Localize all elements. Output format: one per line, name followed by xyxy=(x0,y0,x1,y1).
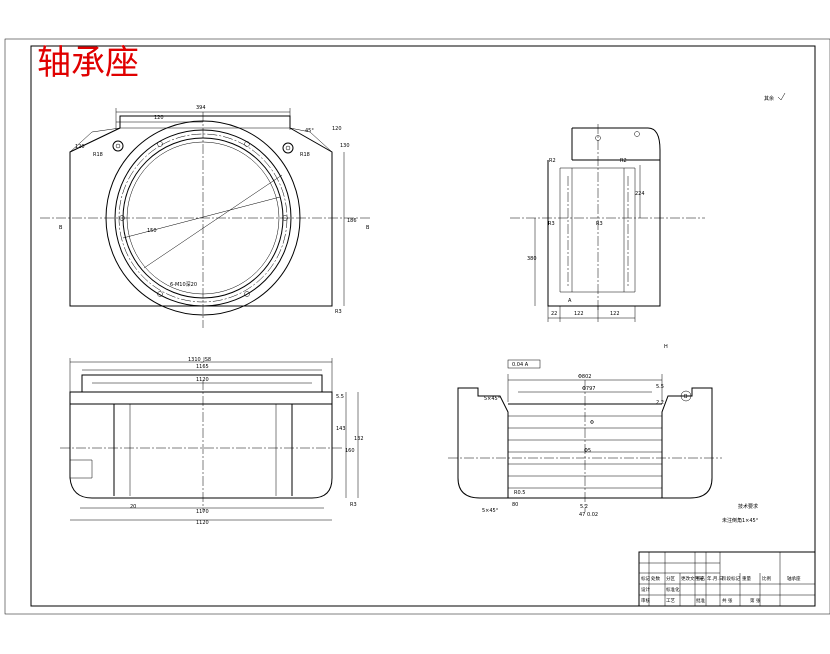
svg-text:Φ802: Φ802 xyxy=(578,374,591,380)
svg-text:120: 120 xyxy=(75,144,85,150)
svg-text:分区: 分区 xyxy=(666,575,675,582)
svg-text:重量: 重量 xyxy=(742,575,751,582)
plan-outline xyxy=(69,391,333,499)
svg-text:H: H xyxy=(664,344,668,350)
outer-frame xyxy=(4,38,830,615)
svg-text:阶段标记: 阶段标记 xyxy=(722,575,740,582)
svg-text:224: 224 xyxy=(635,191,645,197)
svg-text:标准化: 标准化 xyxy=(666,586,680,593)
section-right-hatch xyxy=(661,387,713,499)
plan-view: 1310_JS8 1165 1120 1170 1120 20 5.5 143 … xyxy=(60,357,364,526)
svg-text:22: 22 xyxy=(551,311,557,317)
svg-text:R3: R3 xyxy=(596,221,603,227)
svg-text:B: B xyxy=(59,225,63,231)
svg-text:1165: 1165 xyxy=(196,364,209,370)
svg-text:5×45°: 5×45° xyxy=(484,396,501,402)
side-outline xyxy=(547,159,661,307)
svg-text:R2: R2 xyxy=(620,158,627,164)
svg-text:6-M10深20: 6-M10深20 xyxy=(170,281,197,288)
front-outline xyxy=(69,115,333,307)
svg-text:R3: R3 xyxy=(350,502,357,508)
svg-text:设计: 设计 xyxy=(641,586,650,593)
svg-text:共 张: 共 张 xyxy=(722,597,733,604)
svg-text:1310_JS8: 1310_JS8 xyxy=(188,357,211,363)
svg-text:A: A xyxy=(568,298,572,304)
svg-text:130: 130 xyxy=(340,143,350,149)
tech-req-heading: 技术要求 xyxy=(738,503,758,510)
svg-text:122: 122 xyxy=(610,311,620,317)
svg-text:标记: 标记 xyxy=(641,575,650,582)
svg-text:47 0.02: 47 0.02 xyxy=(579,512,598,518)
roughness-note: 其余 xyxy=(764,95,774,102)
svg-text:80: 80 xyxy=(512,502,518,508)
svg-text:年.月.日: 年.月.日 xyxy=(707,575,723,582)
svg-text:B: B xyxy=(684,394,688,400)
svg-text:Φ: Φ xyxy=(590,420,594,426)
svg-text:5.5: 5.5 xyxy=(336,394,344,400)
svg-text:工艺: 工艺 xyxy=(666,598,675,604)
title-block: 标记 处数 分区 更改文件号 签名 年.月.日 设计 标准化 阶段标记 重量 比… xyxy=(638,551,816,607)
svg-text:5.2: 5.2 xyxy=(580,504,588,510)
svg-text:R2: R2 xyxy=(549,158,556,164)
svg-text:1170: 1170 xyxy=(196,509,209,515)
svg-text:380: 380 xyxy=(527,256,537,262)
svg-text:R18: R18 xyxy=(93,152,103,158)
svg-text:150: 150 xyxy=(147,228,157,234)
roughness-symbol xyxy=(777,92,786,101)
tolerance-frame xyxy=(507,359,541,369)
tech-req-line1: 未注倒角1×45° xyxy=(722,517,759,524)
svg-text:20: 20 xyxy=(130,504,136,510)
svg-text:2.2: 2.2 xyxy=(656,400,664,406)
svg-text:批准: 批准 xyxy=(696,597,705,604)
svg-text:R3: R3 xyxy=(335,309,342,315)
svg-text:Φ797: Φ797 xyxy=(582,386,595,392)
svg-text:1120: 1120 xyxy=(196,520,209,526)
svg-text:Φ5: Φ5 xyxy=(584,448,591,454)
svg-text:签名: 签名 xyxy=(696,575,705,582)
svg-text:5.5: 5.5 xyxy=(656,384,664,390)
svg-text:5×45°: 5×45° xyxy=(482,508,499,514)
svg-text:第 张: 第 张 xyxy=(750,597,761,604)
svg-text:45°: 45° xyxy=(305,128,314,134)
datum-circle xyxy=(680,390,692,402)
section-view: 0.04 A Φ802 Φ797 Φ Φ5 5×45° 5×45° 80 5.2… xyxy=(448,359,722,518)
svg-text:120: 120 xyxy=(154,115,164,121)
svg-text:审核: 审核 xyxy=(641,597,650,604)
svg-text:比例: 比例 xyxy=(762,575,771,582)
section-left-hatch xyxy=(457,387,509,499)
svg-text:R0.5: R0.5 xyxy=(514,490,525,496)
svg-text:160: 160 xyxy=(345,448,355,454)
side-view: R2 R2 224 R3 R3 380 22 122 122 A H xyxy=(510,124,705,350)
svg-text:更改文件号: 更改文件号 xyxy=(681,575,704,582)
inner-frame xyxy=(30,45,816,607)
drawing-title: 轴承座 xyxy=(37,43,139,83)
svg-text:186: 186 xyxy=(347,218,357,224)
svg-text:143: 143 xyxy=(336,426,346,432)
svg-text:B: B xyxy=(366,225,370,231)
front-view: 394 120 R18 R18 150 6-M10深20 120 120 130… xyxy=(40,105,370,328)
svg-text:394: 394 xyxy=(196,105,206,111)
svg-text:R18: R18 xyxy=(300,152,310,158)
svg-text:122: 122 xyxy=(574,311,584,317)
svg-text:0.04 A: 0.04 A xyxy=(512,362,529,368)
svg-text:R3: R3 xyxy=(548,221,555,227)
svg-text:处数: 处数 xyxy=(651,575,660,582)
svg-text:132: 132 xyxy=(354,436,364,442)
svg-text:120: 120 xyxy=(332,126,342,132)
svg-text:轴承座: 轴承座 xyxy=(787,575,801,582)
svg-text:1120: 1120 xyxy=(196,377,209,383)
